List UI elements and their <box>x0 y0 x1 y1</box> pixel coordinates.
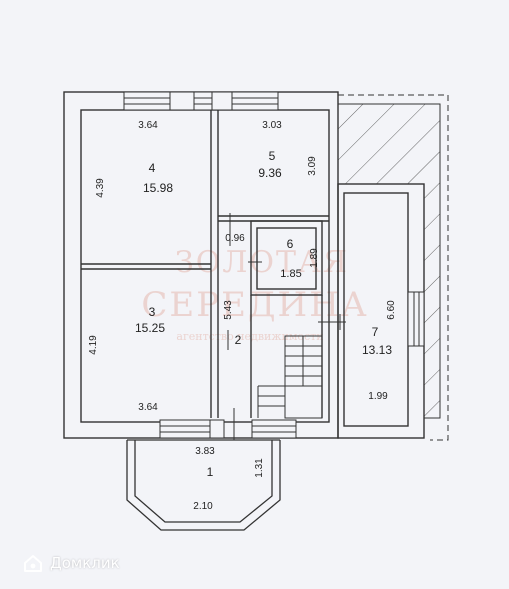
room-3-area: 15.25 <box>135 321 165 335</box>
dim-room3-height: 4.19 <box>88 335 99 355</box>
window-top-mid <box>193 91 213 111</box>
room-5-number: 5 <box>269 149 276 163</box>
dim-room5-height: 3.09 <box>307 156 318 176</box>
dimension-ticks <box>227 213 346 440</box>
watermark-line3: агентство недвижимости <box>176 330 323 343</box>
room-6-number: 6 <box>287 237 294 251</box>
room6-walls <box>250 220 323 296</box>
brand-watermark: Домклик <box>22 552 120 574</box>
porch <box>126 439 281 531</box>
room-6-area: 1.85 <box>280 268 301 280</box>
watermark-line2: СЕРЕДИНА <box>141 285 368 325</box>
house-logo-icon <box>24 555 42 572</box>
room-3-number: 3 <box>149 305 156 319</box>
dim-room2-length: 5.43 <box>223 300 234 320</box>
room-4-area: 15.98 <box>143 181 173 195</box>
window-bottom-right <box>251 419 297 439</box>
dim-room7-height: 6.60 <box>386 300 397 320</box>
window-right <box>407 291 425 347</box>
dim-porch-width-bottom: 2.10 <box>193 501 213 512</box>
terrace-hatched <box>337 94 449 441</box>
room-1-number: 1 <box>207 465 214 479</box>
room-5-area: 9.36 <box>258 166 282 180</box>
room-7-number: 7 <box>372 325 379 339</box>
windows <box>123 91 425 439</box>
dim-porch-depth: 1.31 <box>254 458 265 478</box>
window-bottom-left <box>159 419 211 439</box>
dim-room4-width: 3.64 <box>138 120 158 131</box>
room-labels: 4 15.98 5 9.36 6 1.85 3 15.25 2 7 13.13 … <box>135 149 392 479</box>
dim-room6-height: 1.89 <box>309 248 320 268</box>
dim-room4-height: 4.39 <box>95 178 106 198</box>
room-4-number: 4 <box>149 161 156 175</box>
dimension-labels: 3.64 3.03 4.39 3.09 0.96 1.89 5.43 4.19 … <box>88 120 397 512</box>
dim-corridor-width: 0.96 <box>225 233 245 244</box>
dim-room5-width: 3.03 <box>262 120 282 131</box>
room-7-area: 13.13 <box>362 343 392 357</box>
dim-room7-width: 1.99 <box>368 391 388 402</box>
brand-name: Домклик <box>50 554 120 572</box>
dim-room3-width: 3.64 <box>138 402 158 413</box>
watermark: ЗОЛОТАЯ СЕРЕДИНА агентство недвижимости <box>141 245 368 343</box>
dim-porch-width-top: 3.83 <box>195 446 215 457</box>
window-top-right <box>231 91 279 111</box>
window-top-left <box>123 91 171 111</box>
staircase <box>257 335 323 419</box>
room-2-number: 2 <box>235 333 242 347</box>
